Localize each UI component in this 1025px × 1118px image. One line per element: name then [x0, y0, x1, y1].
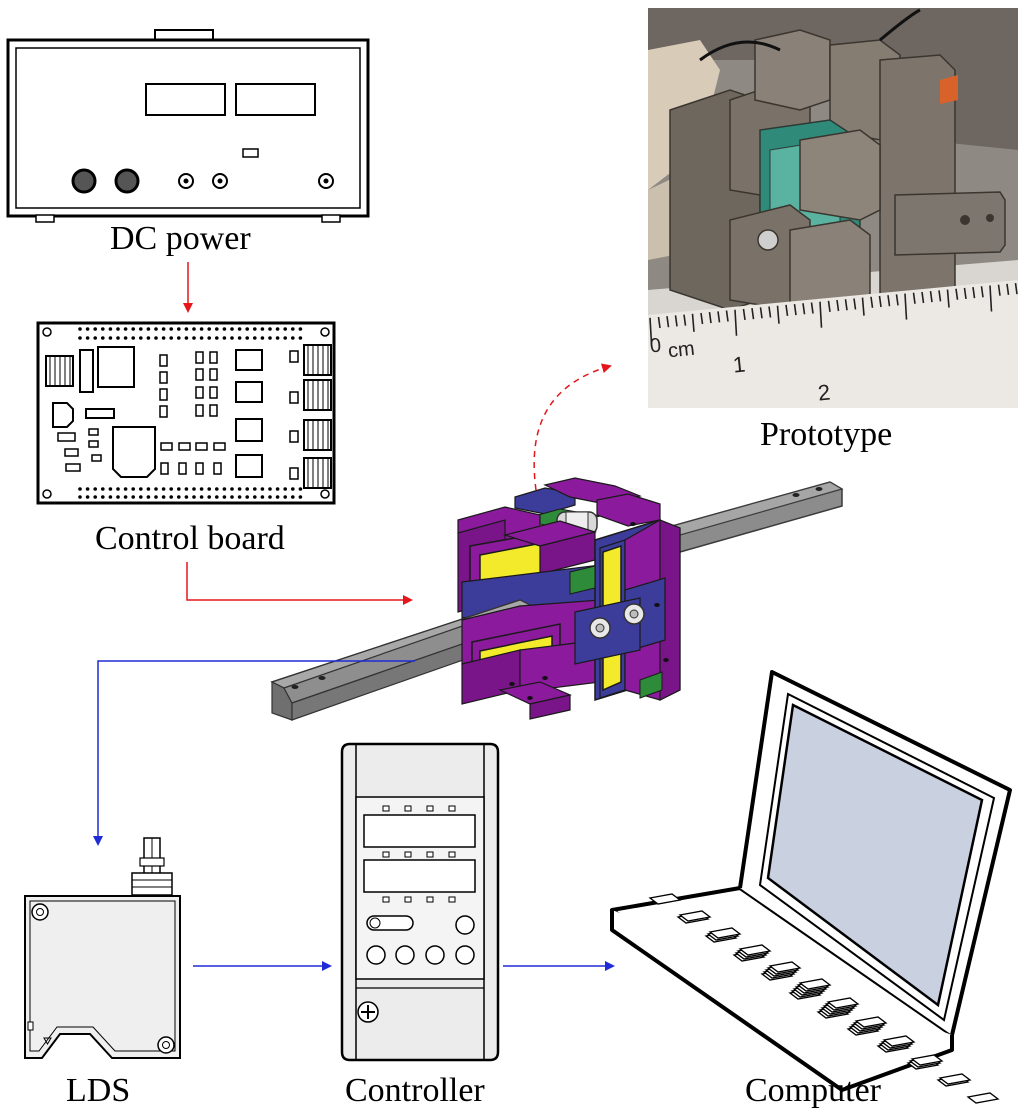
- control-board-icon: [36, 321, 336, 505]
- label-control-board: Control board: [95, 520, 285, 557]
- arrow-actuator-to-prototype: [533, 363, 612, 491]
- label-controller: Controller: [345, 1072, 485, 1109]
- ruler-tick-1: 1: [731, 351, 747, 378]
- ruler-tick-0: 0: [648, 334, 663, 358]
- lds-sensor-icon: [24, 837, 181, 1059]
- prototype-photo: [648, 8, 1018, 408]
- label-prototype: Prototype: [760, 416, 893, 453]
- ruler-unit: cm: [666, 337, 696, 363]
- actuator-model: [270, 477, 844, 721]
- dc-power-supply-icon: [6, 29, 370, 223]
- ruler-tick-2: 2: [816, 379, 832, 406]
- laptop-computer-icon: [610, 670, 1012, 1104]
- label-computer: Computer: [745, 1072, 881, 1109]
- label-dc-power: DC power: [110, 220, 251, 257]
- label-lds: LDS: [66, 1072, 131, 1109]
- connection-arrows: [93, 262, 615, 971]
- arrow-actuator-to-lds: [93, 660, 415, 846]
- arrow-board-to-actuator: [186, 562, 413, 605]
- controller-icon: [340, 742, 500, 1062]
